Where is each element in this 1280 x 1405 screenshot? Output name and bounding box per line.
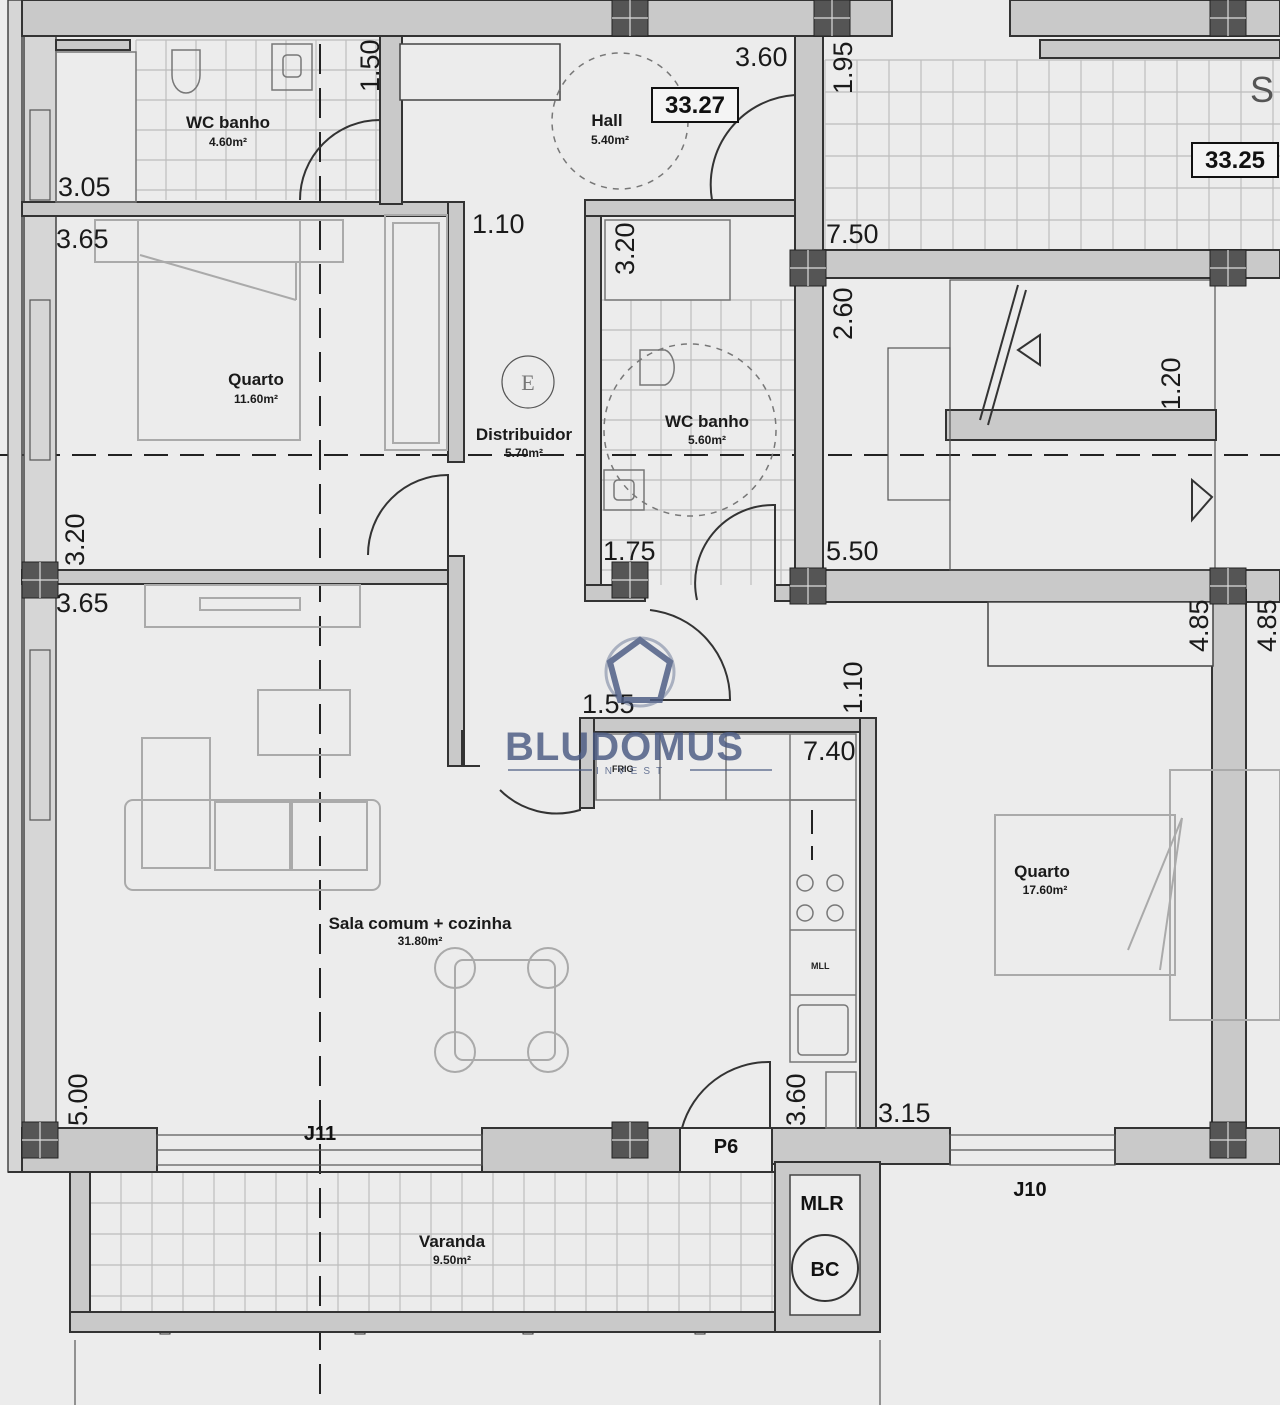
tag-j10: J10: [1013, 1179, 1046, 1201]
room-area-wc-banho-1: 4.60m²: [209, 135, 247, 149]
dim-quarto2-depth-a: 4.85: [1184, 599, 1214, 652]
watermark: BLUDOMUS INVEST: [505, 636, 772, 777]
room-area-quarto-2: 17.60m²: [1023, 883, 1068, 897]
dim-wc-width: 3.05: [58, 172, 111, 202]
tag-e-symbol: E: [521, 370, 534, 395]
tag-mll: MLL: [811, 961, 830, 971]
room-area-wc-banho-2: 5.60m²: [688, 433, 726, 447]
room-area-varanda: 9.50m²: [433, 1253, 471, 1267]
elevation-hall: 33.27: [665, 92, 725, 119]
meter-symbol: [501, 355, 555, 409]
dim-hall-depth: 1.95: [828, 41, 858, 94]
watermark-logo-icon: [606, 636, 674, 703]
room-area-sala: 31.80m²: [398, 934, 443, 948]
staircase: [887, 279, 1217, 571]
room-name-sala: Sala comum + cozinha: [329, 914, 512, 933]
dim-wc2-width: 1.75: [603, 536, 656, 566]
dim-landing-depth: 2.60: [828, 287, 858, 340]
room-name-varanda: Varanda: [419, 1232, 486, 1251]
tag-p6: P6: [714, 1136, 738, 1158]
room-name-quarto-1: Quarto: [228, 370, 284, 389]
room-area-quarto-1: 11.60m²: [234, 392, 278, 406]
tag-s-mark: S: [1250, 69, 1274, 110]
room-name-distribuidor: Distribuidor: [476, 425, 573, 444]
dim-quarto-width: 3.65: [56, 224, 109, 254]
doors: [299, 93, 796, 1173]
dimension-labels: 3.60 3.05 3.65 1.10 7.50 1.75 5.50 3.65 …: [56, 39, 1280, 1128]
watermark-brand: BLUDOMUS: [505, 725, 744, 769]
dim-quarto-depth: 3.20: [60, 513, 90, 566]
dim-distribuidor-width: 1.10: [472, 209, 525, 239]
tag-j11: J11: [304, 1123, 336, 1145]
dim-door-width: 1.55: [582, 689, 635, 719]
kitchen-counter: [595, 733, 857, 1129]
dim-kitchen-width: 7.40: [803, 736, 856, 766]
room-name-hall: Hall: [591, 111, 622, 130]
room-name-quarto-2: Quarto: [1014, 862, 1070, 881]
room-area-hall: 5.40m²: [591, 133, 629, 147]
elevation-landing: 33.25: [1205, 147, 1265, 174]
watermark-sub: INVEST: [596, 766, 668, 777]
tag-frig: FRIG: [612, 764, 634, 774]
structural-columns: [21, 0, 1247, 1159]
windows: [29, 109, 1116, 1166]
tag-mlr: MLR: [800, 1193, 844, 1215]
dim-quarto2-width: 3.15: [878, 1098, 931, 1128]
room-area-distribuidor: 5.70m²: [505, 446, 543, 460]
dim-hall-width: 3.60: [735, 42, 788, 72]
dim-wc-depth: 1.50: [355, 39, 385, 92]
dim-wc2-depth: 3.20: [610, 222, 640, 275]
dim-kitchen-depth: 1.10: [838, 661, 868, 714]
furniture: [94, 214, 1280, 1073]
room-name-wc-banho-1: WC banho: [186, 113, 270, 132]
plan-tags: FRIG MLL P6 MLR BC J11 J10 S E: [304, 69, 1274, 1281]
dim-sala-width: 3.65: [56, 588, 109, 618]
dim-stair-flight: 1.20: [1156, 357, 1186, 410]
boiler-symbol: [791, 1234, 859, 1302]
elevation-box-landing: [1191, 142, 1279, 178]
room-name-wc-banho-2: WC banho: [665, 412, 749, 431]
dim-p6-depth: 3.60: [781, 1073, 811, 1126]
dim-quarto2-depth-b: 4.85: [1252, 599, 1280, 652]
tag-bc: BC: [811, 1259, 840, 1281]
dim-landing-width: 7.50: [826, 219, 879, 249]
elevation-box-hall: [651, 87, 739, 123]
dim-sala-depth: 5.00: [63, 1073, 93, 1126]
room-labels: WC banho 4.60m² Hall 5.40m² Quarto 11.60…: [186, 111, 1070, 1267]
dim-stairs-width: 5.50: [826, 536, 879, 566]
